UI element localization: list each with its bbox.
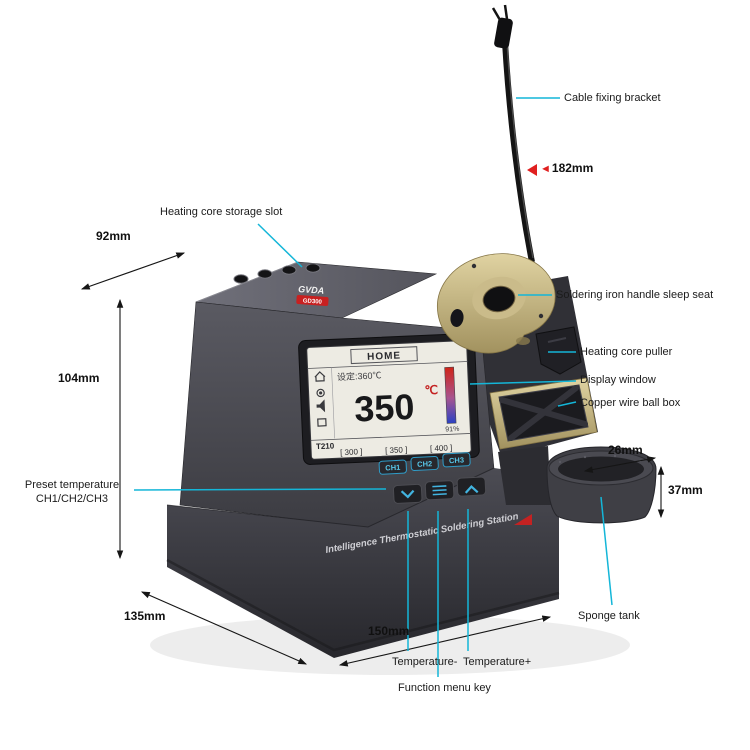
soldering-iron-handle-sleep-seat (436, 253, 556, 354)
preset-temperature-line2: CH1/CH2/CH3 (35, 493, 109, 506)
screen-title: HOME (367, 350, 401, 362)
annotation-preset-temperature: Preset temperature CH1/CH2/CH3 (12, 478, 132, 507)
leader-copper-wire-ball-box (557, 401, 577, 407)
annotation-heating-core-puller: Heating core puller (580, 346, 673, 358)
leader-preset-temperature (133, 488, 387, 491)
annotation-function-menu-key: Function menu key (398, 682, 491, 694)
preset-400: [ 400 ] (430, 443, 453, 453)
heating-core-storage-slot: GVDA GD300 (195, 261, 438, 319)
red-logo-triangle (514, 514, 532, 525)
red-left-arrow-icon: ◄ (540, 163, 551, 175)
power-level-text: 91% (445, 426, 459, 434)
dimension-26mm: 26mm (608, 443, 643, 457)
svg-text:GD300: GD300 (303, 298, 323, 305)
dimension-lines (80, 252, 665, 667)
brand-logo: GVDA GD300 (296, 284, 329, 306)
leader-sponge-tank (600, 496, 613, 606)
preset-350: [ 350 ] (385, 445, 408, 455)
dim-line-150mm (338, 615, 552, 667)
leader-display-window (469, 380, 577, 385)
leader-heating-core-storage-slot (257, 223, 303, 268)
dimension-104mm: 104mm (58, 371, 100, 385)
annotation-sponge-tank: Sponge tank (578, 610, 640, 622)
ch1-button (378, 459, 407, 475)
annotation-copper-wire-ball-box: Copper wire ball box (580, 397, 681, 409)
dimension-150mm: 150mm (368, 624, 410, 638)
ch3-button (442, 452, 471, 468)
dimension-135mm: 135mm (124, 609, 166, 623)
temp-unit-text: ℃ (424, 383, 438, 398)
annotation-heating-core-storage-slot: Heating core storage slot (160, 206, 283, 218)
annotation-sleep-seat: Soldering iron handle sleep seat (556, 289, 714, 301)
leader-lines (133, 97, 613, 677)
gear-icon-center (319, 391, 323, 395)
annotation-cable-fixing-bracket: Cable fixing bracket (564, 92, 661, 104)
cartridge-icon (317, 418, 327, 427)
svg-text:GVDA: GVDA (298, 284, 325, 296)
control-buttons: CH1 CH2 CH3 (378, 452, 487, 504)
dimension-92mm: 92mm (96, 229, 131, 243)
speaker-icon (316, 399, 326, 413)
set-temp-text: 设定:360℃ (337, 369, 382, 382)
dim-line-26mm (583, 456, 657, 473)
preset-300: [ 300 ] (340, 447, 363, 457)
annotation-temperature-plus: Temperature+ (463, 656, 532, 668)
dim-line-92mm (80, 252, 186, 290)
preset-temperature-line1: Preset temperature (24, 479, 120, 491)
copper-wire-ball-box (489, 377, 598, 450)
annotation-temperature-minus: Temperature- (392, 656, 458, 668)
dimension-182mm-value: 182mm (551, 161, 594, 175)
dimension-182mm: ◄182mm (540, 161, 593, 175)
menu-icon (432, 485, 447, 496)
svg-text:CH1: CH1 (385, 463, 400, 473)
heating-core-puller (535, 326, 582, 375)
chevron-down-icon (400, 489, 415, 499)
temperature-minus-button (392, 483, 423, 504)
dim-line-135mm (140, 591, 308, 665)
gear-icon (316, 388, 325, 398)
svg-text:CH3: CH3 (449, 455, 464, 465)
display-window: HOME 设定:360℃ 350 ℃ 91% T210 [ 300 ] [ 35… (298, 332, 480, 465)
ch2-button (410, 455, 439, 472)
svg-text:CH2: CH2 (417, 459, 432, 469)
red-arrow-marker (527, 164, 537, 176)
current-temp-text: 350 (353, 386, 415, 430)
cable-fixing-bracket (491, 4, 535, 263)
annotation-display-window: Display window (580, 374, 656, 386)
dimension-37mm: 37mm (668, 483, 703, 497)
handle-model-text: T210 (316, 441, 335, 451)
home-icon (314, 371, 326, 382)
chevron-up-icon (464, 485, 479, 494)
power-bar (444, 366, 457, 424)
